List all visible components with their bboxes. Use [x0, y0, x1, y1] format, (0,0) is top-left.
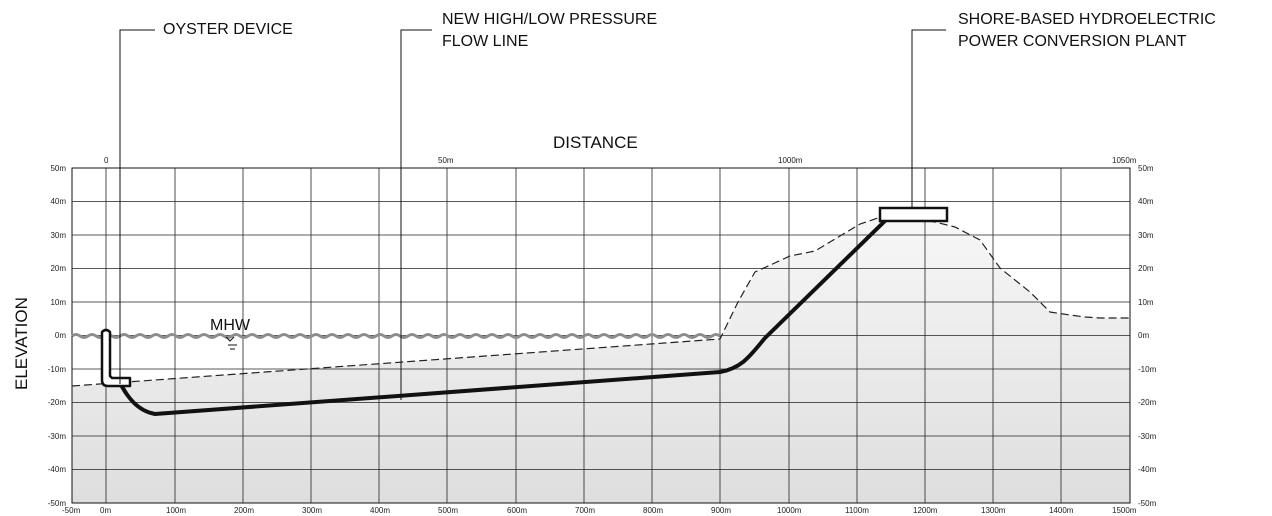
- left-tick: 20m: [50, 264, 66, 273]
- left-tick: 30m: [50, 231, 66, 240]
- right-tick: 10m: [1138, 298, 1154, 307]
- right-tick: -30m: [1138, 432, 1157, 441]
- left-tick: -20m: [48, 398, 67, 407]
- right-tick: 50m: [1138, 164, 1154, 173]
- left-tick: 40m: [50, 197, 66, 206]
- bottom-tick: 700m: [575, 506, 595, 515]
- right-tick: -50m: [1138, 499, 1157, 508]
- callout-plant-1: SHORE-BASED HYDROELECTRIC: [958, 11, 1216, 28]
- elevation-axis-title: ELEVATION: [12, 297, 31, 390]
- right-tick: 40m: [1138, 197, 1154, 206]
- bottom-tick: 500m: [438, 506, 458, 515]
- left-tick: -10m: [48, 365, 67, 374]
- callout-leaders: [119, 29, 946, 400]
- right-tick: -10m: [1138, 365, 1157, 374]
- top-tick-labels: 0 50m 1000m 1050m: [104, 156, 1137, 165]
- right-tick: 20m: [1138, 264, 1154, 273]
- left-tick: 50m: [50, 164, 66, 173]
- right-tick: -40m: [1138, 465, 1157, 474]
- bottom-tick: -50m: [62, 506, 81, 515]
- bottom-tick: 300m: [302, 506, 322, 515]
- callout-flow-line-1: NEW HIGH/LOW PRESSURE: [442, 11, 657, 28]
- bottom-tick: 600m: [507, 506, 527, 515]
- bottom-tick: 1300m: [981, 506, 1006, 515]
- oyster-device: [100, 328, 132, 388]
- top-tick: 1050m: [1112, 156, 1137, 165]
- bottom-tick: 1200m: [913, 506, 938, 515]
- bottom-tick: 1000m: [777, 506, 802, 515]
- water-surface: [71, 333, 721, 339]
- right-tick: -20m: [1138, 398, 1157, 407]
- top-tick: 50m: [438, 156, 454, 165]
- top-tick: 0: [104, 156, 109, 165]
- bottom-tick: 200m: [234, 506, 254, 515]
- bottom-tick: 900m: [711, 506, 731, 515]
- mhw-marker: MHW: [210, 317, 251, 350]
- left-tick: 10m: [50, 298, 66, 307]
- callout-flow-line-2: FLOW LINE: [442, 33, 528, 50]
- bottom-tick-labels: -50m 0m 100m 200m 300m 400m 500m 600m 70…: [62, 506, 1137, 515]
- right-tick: 30m: [1138, 231, 1154, 240]
- callout-plant-2: POWER CONVERSION PLANT: [958, 33, 1187, 50]
- left-tick: -30m: [48, 432, 67, 441]
- left-tick: 0m: [55, 331, 66, 340]
- seabed-terrain: [72, 214, 1130, 503]
- bottom-tick: 1400m: [1049, 506, 1074, 515]
- left-tick-labels: 50m 40m 30m 20m 10m 0m -10m -20m -30m -4…: [48, 164, 67, 508]
- flow-line-pipe: [118, 214, 892, 416]
- callout-oyster-device: OYSTER DEVICE: [163, 21, 293, 38]
- left-tick: -50m: [48, 499, 67, 508]
- bottom-tick: 400m: [370, 506, 390, 515]
- right-tick-labels: 50m 40m 30m 20m 10m 0m -10m -20m -30m -4…: [1138, 164, 1157, 508]
- right-tick: 0m: [1138, 331, 1149, 340]
- bottom-tick: 1500m: [1112, 506, 1137, 515]
- top-tick: 1000m: [778, 156, 803, 165]
- power-conversion-plant: [878, 206, 949, 223]
- left-tick: -40m: [48, 465, 67, 474]
- mhw-label: MHW: [210, 317, 251, 334]
- bottom-tick: 0m: [100, 506, 111, 515]
- bottom-tick: 1100m: [845, 506, 869, 515]
- distance-axis-title: DISTANCE: [553, 133, 638, 152]
- bottom-tick: 800m: [643, 506, 663, 515]
- bottom-tick: 100m: [166, 506, 186, 515]
